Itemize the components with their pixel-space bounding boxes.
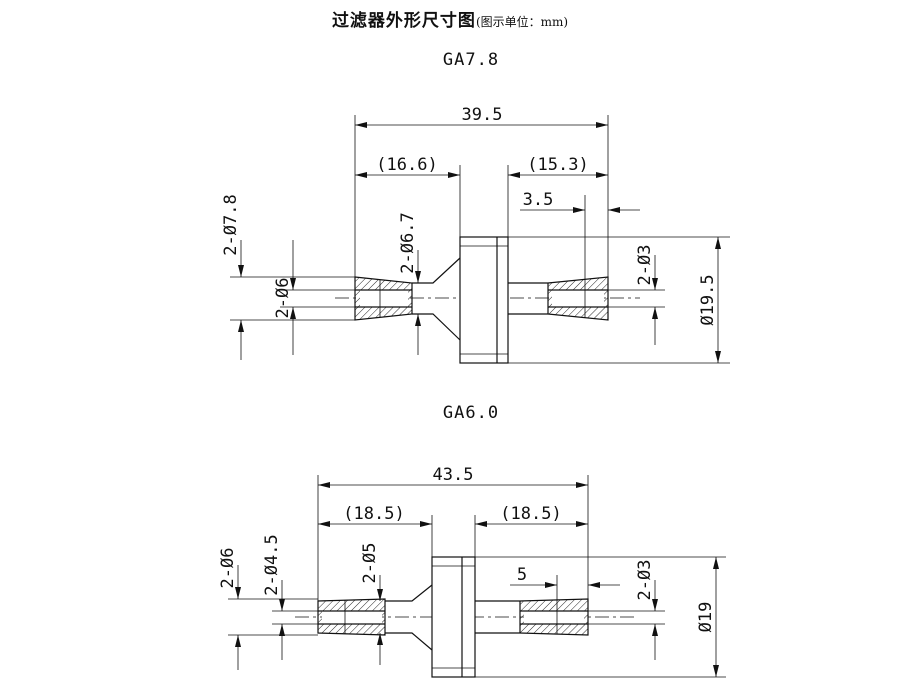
filter-housing — [459, 236, 509, 364]
labels-ga78: 39.5 (16.6) (15.3) 3.5 2-Ø7.8 2-Ø6 2-Ø6.… — [221, 105, 718, 326]
label-right-len: (15.3) — [527, 155, 588, 175]
label-tube: 2-Ø5 — [360, 543, 380, 584]
left-barb-fitting — [354, 257, 461, 341]
label-outer-barb: 2-Ø6 — [218, 548, 238, 589]
right-barb-fitting — [508, 276, 609, 321]
label-right-len: (18.5) — [500, 504, 561, 524]
label-body: Ø19 — [696, 602, 716, 633]
title-unit: (图示单位：mm) — [475, 15, 569, 29]
right-barb-fitting — [475, 598, 589, 636]
label-overall: 39.5 — [462, 105, 503, 125]
label-tip-len: 5 — [517, 565, 527, 585]
label-outer-barb: 2-Ø7.8 — [221, 194, 241, 255]
labels-ga60: 43.5 (18.5) (18.5) 5 2-Ø6 2-Ø4.5 2-Ø5 2-… — [218, 465, 716, 632]
label-tip-len: 3.5 — [523, 190, 554, 210]
model-label-ga60: GA6.0 — [442, 403, 500, 423]
label-neck: 2-Ø4.5 — [262, 534, 282, 595]
label-left-len: (18.5) — [343, 504, 404, 524]
page-title: 过滤器外形尺寸图(图示单位：mm) — [0, 6, 900, 31]
drawing-ga78 — [230, 115, 730, 364]
drawing-ga60 — [228, 475, 726, 678]
label-tube: 2-Ø6 — [273, 278, 293, 319]
model-label-ga78: GA7.8 — [442, 50, 500, 70]
left-barb-fitting — [317, 584, 433, 651]
label-bore: 2-Ø3 — [635, 245, 655, 286]
label-overall: 43.5 — [433, 465, 474, 485]
label-bore: 2-Ø3 — [635, 560, 655, 601]
label-left-len: (16.6) — [376, 155, 437, 175]
label-body: Ø19.5 — [698, 274, 718, 325]
label-neck: 2-Ø6.7 — [398, 212, 418, 273]
filter-housing — [431, 556, 476, 678]
title-main: 过滤器外形尺寸图 — [331, 11, 476, 31]
